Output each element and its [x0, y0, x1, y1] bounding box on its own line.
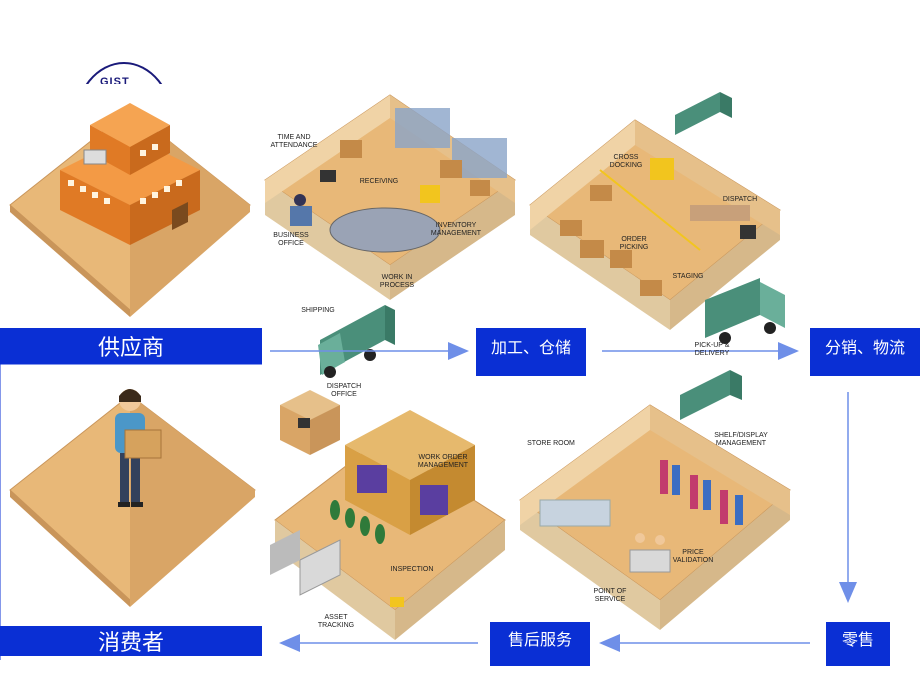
- label-inspection: INSPECTION: [390, 566, 434, 573]
- node-processing: 加工、仓储: [476, 328, 586, 376]
- node-retail: 零售: [826, 622, 890, 666]
- node-after-sales: 售后服务: [490, 622, 590, 666]
- label-store-room: STORE ROOM: [527, 440, 575, 447]
- label-price-validation: PRICE VALIDATION: [672, 549, 714, 564]
- label-dispatch: DISPATCH: [722, 196, 758, 203]
- label-time-attendance: TIME AND ATTENDANCE: [270, 134, 318, 149]
- processing-scene: [264, 94, 516, 300]
- label-receiving: RECEIVING: [359, 178, 399, 185]
- node-consumer: 消费者: [0, 626, 262, 656]
- label-inventory: INVENTORY MANAGEMENT: [430, 222, 482, 237]
- truck-top: [675, 92, 732, 135]
- label-shipping: SHIPPING: [301, 307, 335, 314]
- label-order-picking: ORDER PICKING: [619, 236, 649, 251]
- distribution-scene: [529, 92, 785, 344]
- label-cross-docking: CROSS DOCKING: [609, 154, 643, 169]
- label-business-office: BUSINESS OFFICE: [273, 232, 309, 247]
- label-work-order: WORK ORDER MANAGEMENT: [417, 454, 469, 469]
- truck-right: [705, 278, 785, 344]
- label-dispatch-office: DISPATCH OFFICE: [326, 383, 362, 398]
- label-staging: STAGING: [672, 273, 704, 280]
- retail-scene: [519, 370, 791, 630]
- consumer-scene: [9, 389, 256, 607]
- shipping-truck: [318, 305, 395, 378]
- label-asset-tracking: ASSET TRACKING: [317, 614, 355, 629]
- label-point-of-service: POINT OF SERVICE: [593, 588, 627, 603]
- node-distribution: 分销、物流: [810, 328, 920, 376]
- label-shelf-display: SHELF/DISPLAY MANAGEMENT: [714, 432, 768, 447]
- after-sales-scene: [270, 390, 506, 640]
- label-pickup-delivery: PICK-UP & DELIVERY: [694, 342, 730, 357]
- label-work-in-process: WORK IN PROCESS: [379, 274, 415, 289]
- node-supplier: 供应商: [0, 328, 262, 364]
- supplier-scene: [9, 103, 251, 317]
